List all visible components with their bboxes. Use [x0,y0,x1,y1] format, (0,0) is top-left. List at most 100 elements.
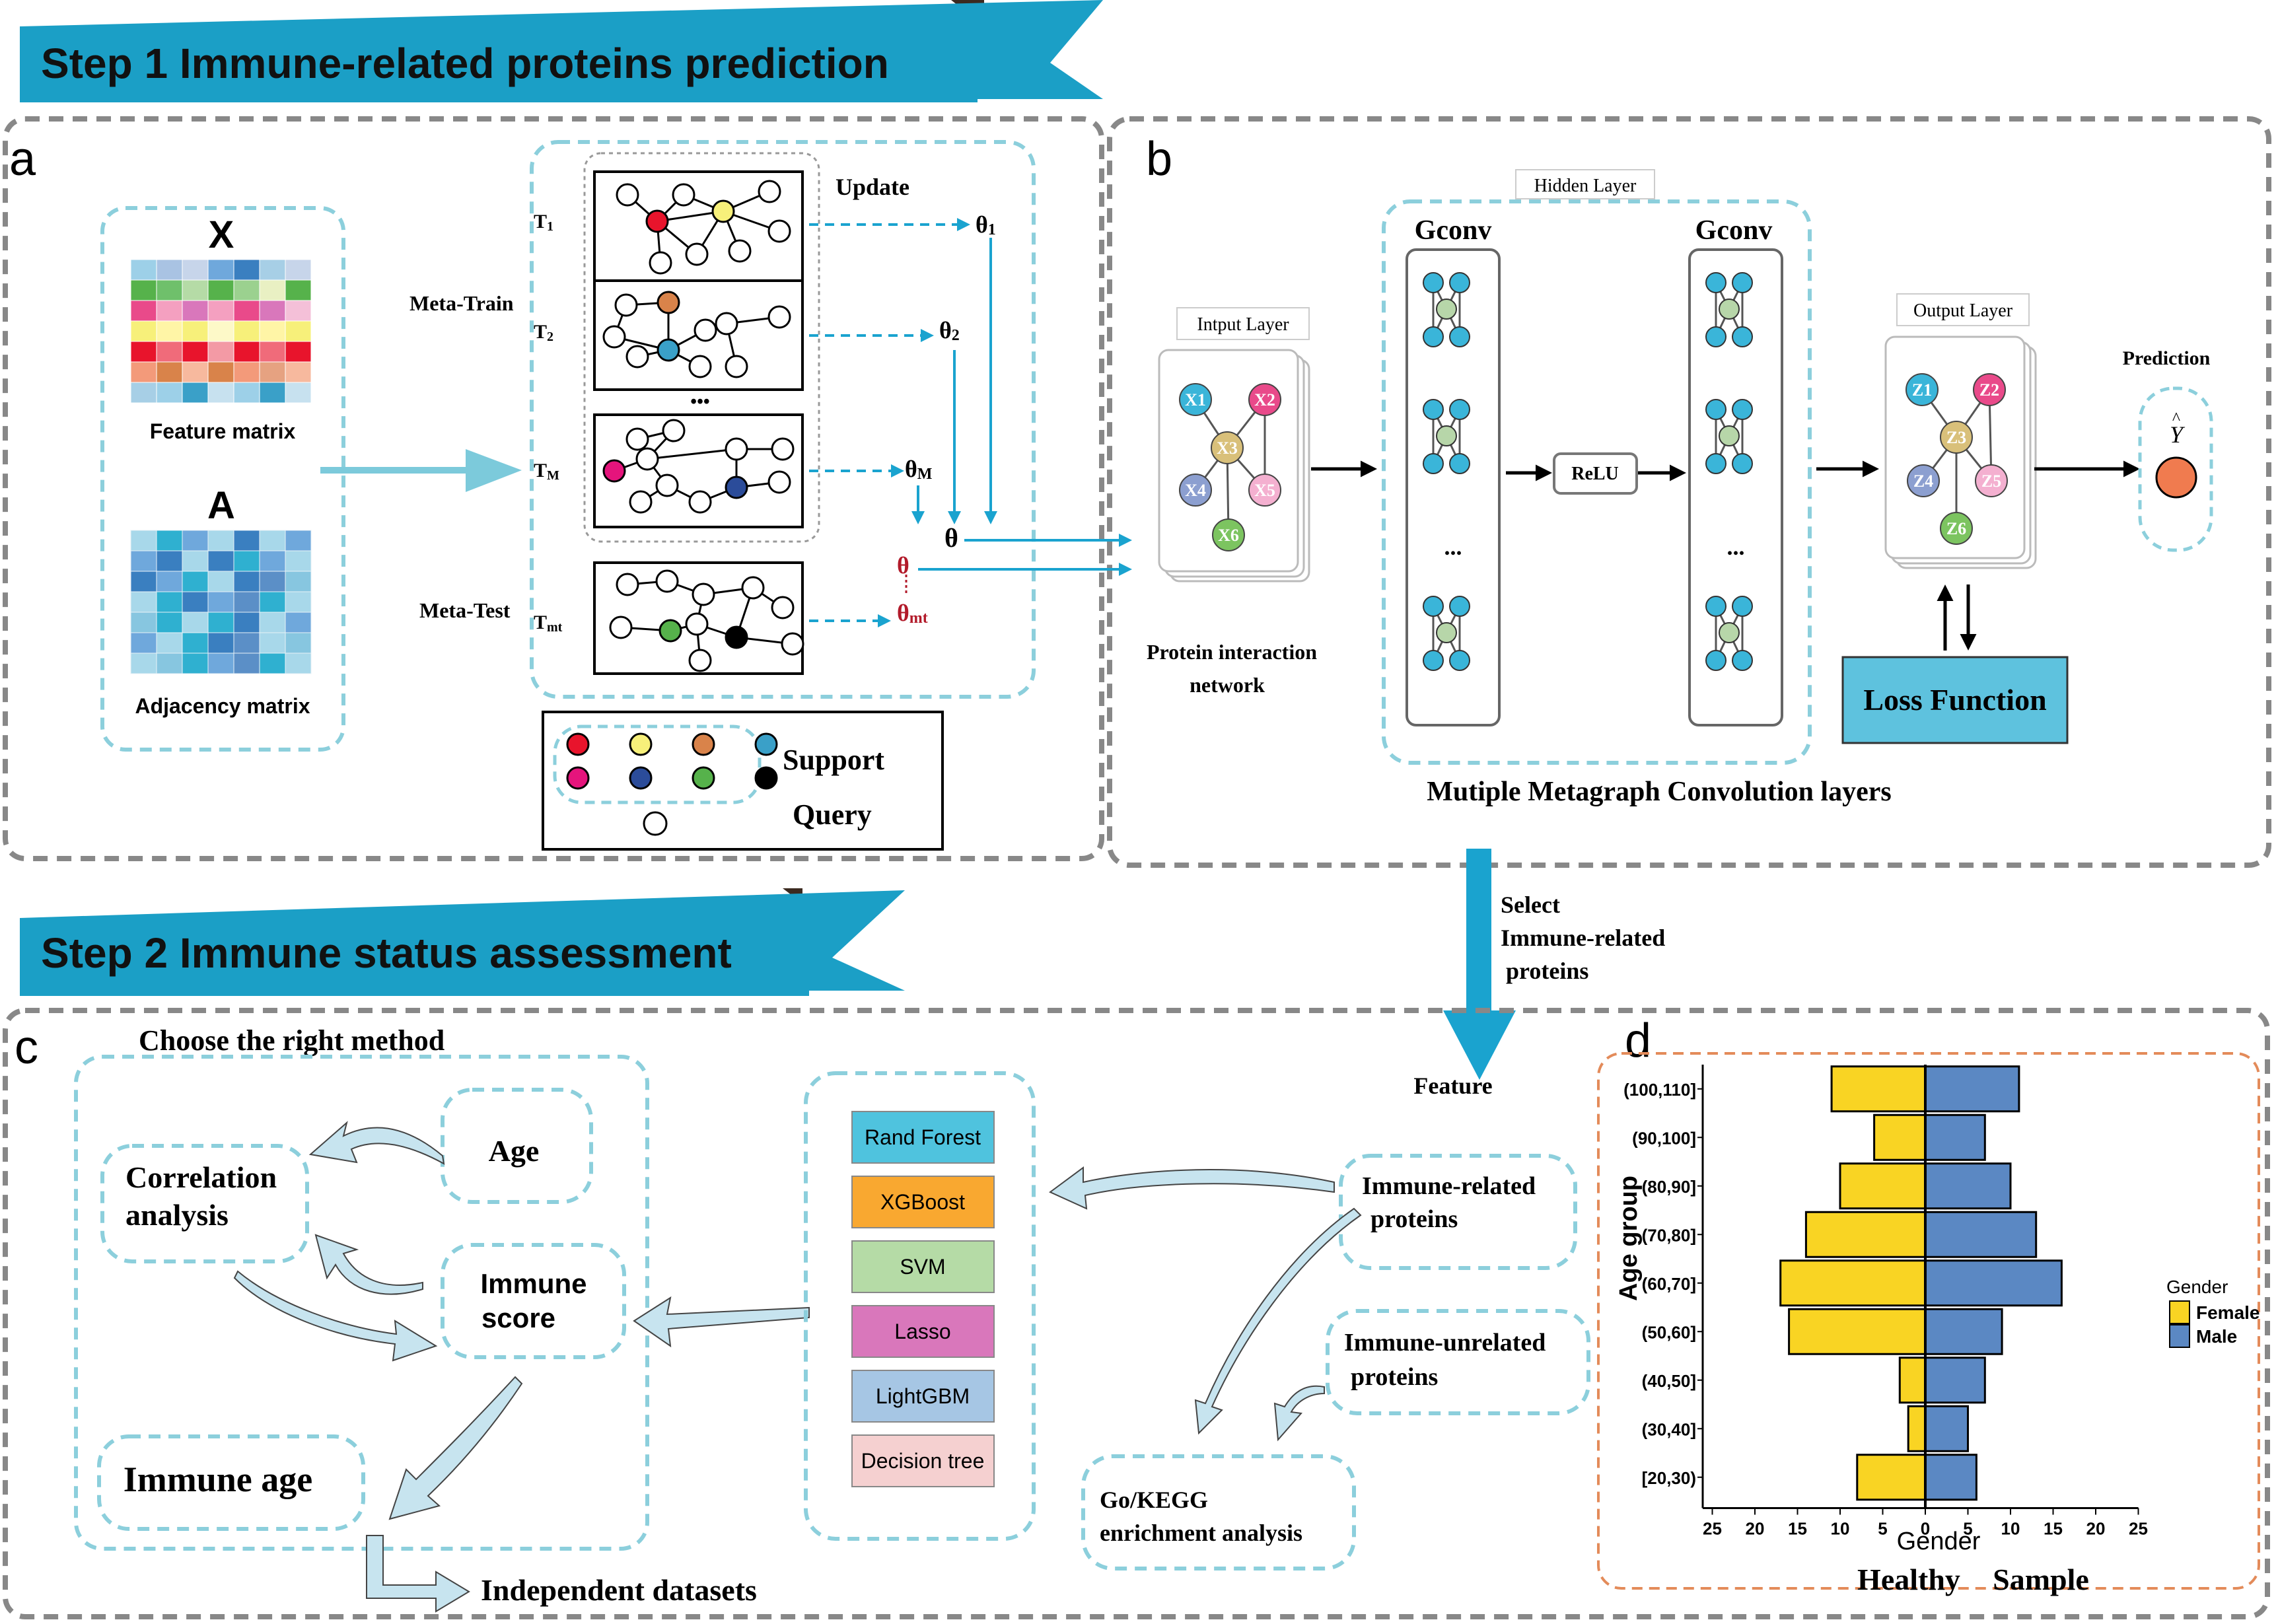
bar-female [1830,1065,1927,1113]
output-layer-tag [1896,293,2030,326]
gconv-node [1449,596,1470,617]
feature-cell [130,361,157,383]
feature-cell [207,382,234,404]
adjacency-cell [130,632,157,654]
panel-label-b: b [1146,133,1172,186]
immune-score-label-1: Immune [480,1268,587,1299]
model-box [851,1111,995,1164]
adjacency-cell [207,571,234,592]
support-dot [629,732,653,756]
task-node [771,437,795,461]
gconv-dots-2: ... [1727,534,1745,560]
gconv-node [1705,272,1726,293]
gconv-node [1732,399,1753,420]
net-node-label: X6 [1218,526,1239,545]
support-dot [692,732,715,756]
update-label: Update [836,174,909,200]
feature-cell [130,320,157,342]
immune-score-label-2: score [481,1302,555,1333]
feature-cell [182,259,209,281]
feature-cell [259,361,286,383]
adjacency-cell [130,653,157,674]
task-label-sub: M [547,468,559,483]
adjacency-cell [207,653,234,674]
task-node [635,447,659,471]
score-to-immune-age-arrow [388,1376,523,1520]
feature-cell [259,259,286,281]
task-edge [647,448,737,460]
panel-label-d: d [1625,1014,1651,1067]
task-node [625,345,649,369]
task-node [725,437,748,461]
adjacency-cell [182,653,209,674]
support-query-legend [542,711,944,851]
feature-cell [285,279,312,301]
net-node-label: X3 [1217,439,1238,458]
support-dashed-box [553,724,762,804]
bar-female [1856,1454,1927,1501]
feature-cell [259,279,286,301]
y-tick-label: (30,40] [1642,1419,1696,1439]
bar-male [1924,1405,1969,1452]
legend-query-node [643,811,668,836]
legend-support: Support [783,744,884,776]
gconv-label-1: Gconv [1415,215,1492,246]
adjacency-cell [259,632,286,654]
adjacency-cell [233,571,260,592]
net-node-label: X4 [1185,481,1206,500]
feature-cell [182,300,209,322]
legend-male-label: Male [2196,1326,2237,1347]
chart-frame [1597,1052,2260,1590]
task-node [685,242,709,266]
gconv-node [1436,425,1457,446]
gokegg-label-1: Go/KEGG [1100,1487,1208,1513]
footer-healthy: Healthy [1857,1563,1960,1596]
feature-cell [207,300,234,322]
step1-title: Step 1 Immune-related proteins predictio… [41,40,889,87]
x-label: X [209,213,234,256]
model-label: Lasso [894,1320,950,1343]
feature-cell [259,320,286,342]
adjacency-cell [156,612,183,633]
correlation-label-2: analysis [125,1198,229,1232]
related-to-models-arrow [1049,1166,1335,1210]
bar-female [1788,1308,1927,1355]
feature-cell [156,382,183,404]
task-node [614,293,638,317]
task-node [609,616,633,639]
feature-cell [130,300,157,322]
feature-cell [285,300,312,322]
feature-cell [233,382,260,404]
adjacency-cell [207,612,234,633]
feature-cell [285,361,312,383]
output-layer-label: Output Layer [1913,300,2013,321]
immune-related-label-2: proteins [1370,1205,1458,1233]
feature-cell [182,279,209,301]
correlation-box [100,1144,309,1263]
adjacency-cell [285,653,312,674]
gconv-node [1449,326,1470,347]
task-node [688,355,712,378]
gconv-node [1423,326,1444,347]
task-node [616,573,639,596]
step1-frame-b [1107,116,2271,868]
task-node [655,474,679,497]
theta-label: θ2 [939,317,960,344]
input-layer-label: Intput Layer [1197,314,1289,335]
task-node [672,183,695,207]
model-label: XGBoost [880,1190,965,1214]
adjacency-cell [156,653,183,674]
adjacency-cell [207,530,234,551]
age-to-correlation-arrow [308,1121,445,1165]
adjacency-cell [285,632,312,654]
query-dot [629,766,653,790]
gconv-node [1732,453,1753,474]
gconv-node [1449,650,1470,671]
adjacency-cell [259,653,286,674]
task-ellipsis: ••• [690,392,709,412]
step2-banner [20,890,905,996]
feature-cell [233,361,260,383]
gconv-node [1732,596,1753,617]
